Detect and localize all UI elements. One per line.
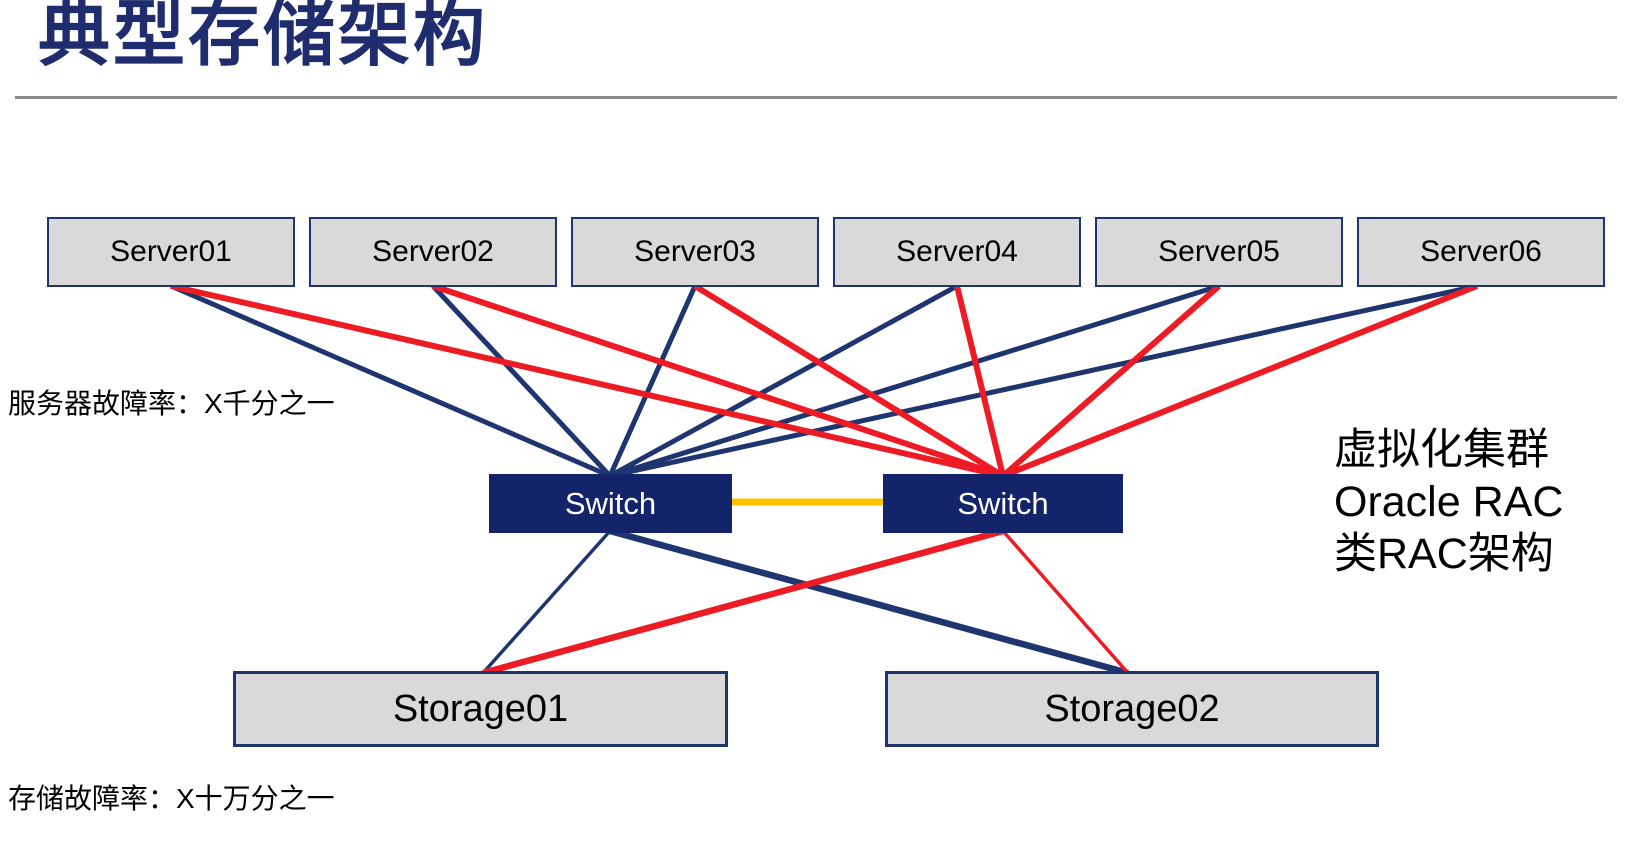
server04-node: Server04 <box>833 217 1081 287</box>
blue-storage-links <box>481 527 1129 677</box>
switch-a-label: Switch <box>564 485 657 521</box>
switch-b-node: Switch <box>883 474 1123 533</box>
server01-label: Server01 <box>110 235 232 268</box>
side-note-line-1: 虚拟化集群 <box>1334 426 1549 474</box>
server03-node: Server03 <box>571 217 819 287</box>
storage01-label: Storage01 <box>392 687 569 730</box>
server04-label: Server04 <box>896 235 1018 268</box>
switch-a-node: Switch <box>489 474 732 533</box>
server-failure-rate-caption: 服务器故障率：X千分之一 <box>8 388 335 419</box>
blue-server-links <box>170 283 1478 479</box>
server02-node: Server02 <box>309 217 557 287</box>
side-note-line-3: 类RAC架构 <box>1334 530 1554 578</box>
server06-label: Server06 <box>1420 235 1542 268</box>
storage02-label: Storage02 <box>1044 687 1220 730</box>
server06-node: Server06 <box>1357 217 1605 287</box>
server01-node: Server01 <box>47 217 295 287</box>
storage01-node: Storage01 <box>233 671 728 747</box>
red-server-links <box>170 283 1479 479</box>
server03-label: Server03 <box>634 235 756 268</box>
storage-failure-rate-caption: 存储故障率：X十万分之一 <box>8 783 335 814</box>
title-divider <box>15 96 1617 99</box>
server05-label: Server05 <box>1158 235 1280 268</box>
server02-label: Server02 <box>372 235 494 268</box>
red-storage-links <box>482 527 1130 677</box>
storage02-node: Storage02 <box>885 671 1379 747</box>
switch-b-label: Switch <box>957 485 1049 521</box>
page-title: 典型存储架构 <box>38 0 489 75</box>
cluster-side-note: 虚拟化集群 Oracle RAC 类RAC架构 <box>1334 424 1563 580</box>
side-note-line-2: Oracle RAC <box>1334 478 1564 526</box>
server05-node: Server05 <box>1095 217 1343 287</box>
